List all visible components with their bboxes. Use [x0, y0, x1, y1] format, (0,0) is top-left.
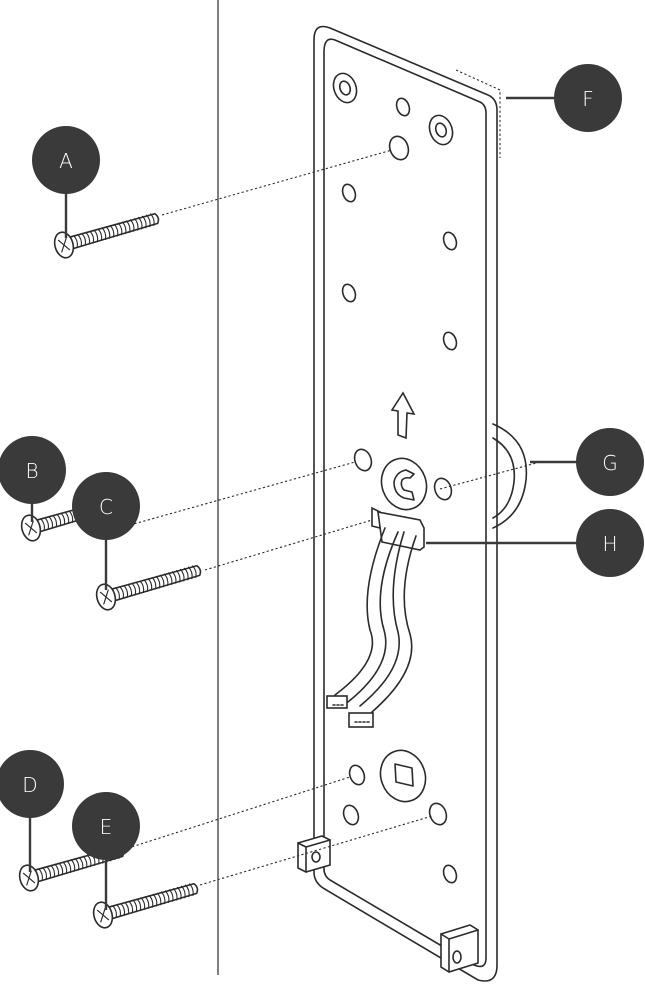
top-right-boss	[428, 114, 454, 146]
callout-c-label: C	[99, 495, 113, 519]
top-left-boss	[332, 72, 358, 104]
plate-depth-outline	[455, 69, 501, 158]
callout-f: F	[506, 64, 622, 132]
square-port	[379, 749, 427, 803]
screw-a	[53, 212, 160, 259]
callout-a-label: A	[59, 149, 73, 173]
up-arrow-icon	[390, 391, 416, 440]
screw-guides	[118, 149, 541, 886]
screw-c	[95, 564, 202, 611]
small-bracket	[297, 835, 331, 873]
callout-f-label: F	[582, 87, 594, 111]
callout-d-label: D	[22, 773, 37, 797]
callout-c: C	[72, 472, 140, 590]
callout-g-label: G	[602, 451, 618, 475]
callout-e-label: E	[100, 815, 113, 839]
cable-loop	[492, 423, 528, 529]
callout-b: B	[0, 436, 66, 522]
screw-e	[92, 882, 199, 929]
callout-g: G	[530, 428, 644, 496]
plate-holes	[332, 72, 479, 973]
wiring-harness	[326, 506, 425, 728]
callout-h-label: H	[602, 532, 617, 556]
callout-h: H	[426, 509, 644, 577]
callout-a: A	[32, 126, 100, 238]
callout-b-label: B	[25, 459, 38, 483]
center-boss	[380, 457, 428, 511]
screws	[18, 212, 202, 929]
callout-d: D	[0, 750, 64, 872]
callout-e: E	[72, 792, 140, 910]
bottom-latch	[440, 924, 479, 973]
